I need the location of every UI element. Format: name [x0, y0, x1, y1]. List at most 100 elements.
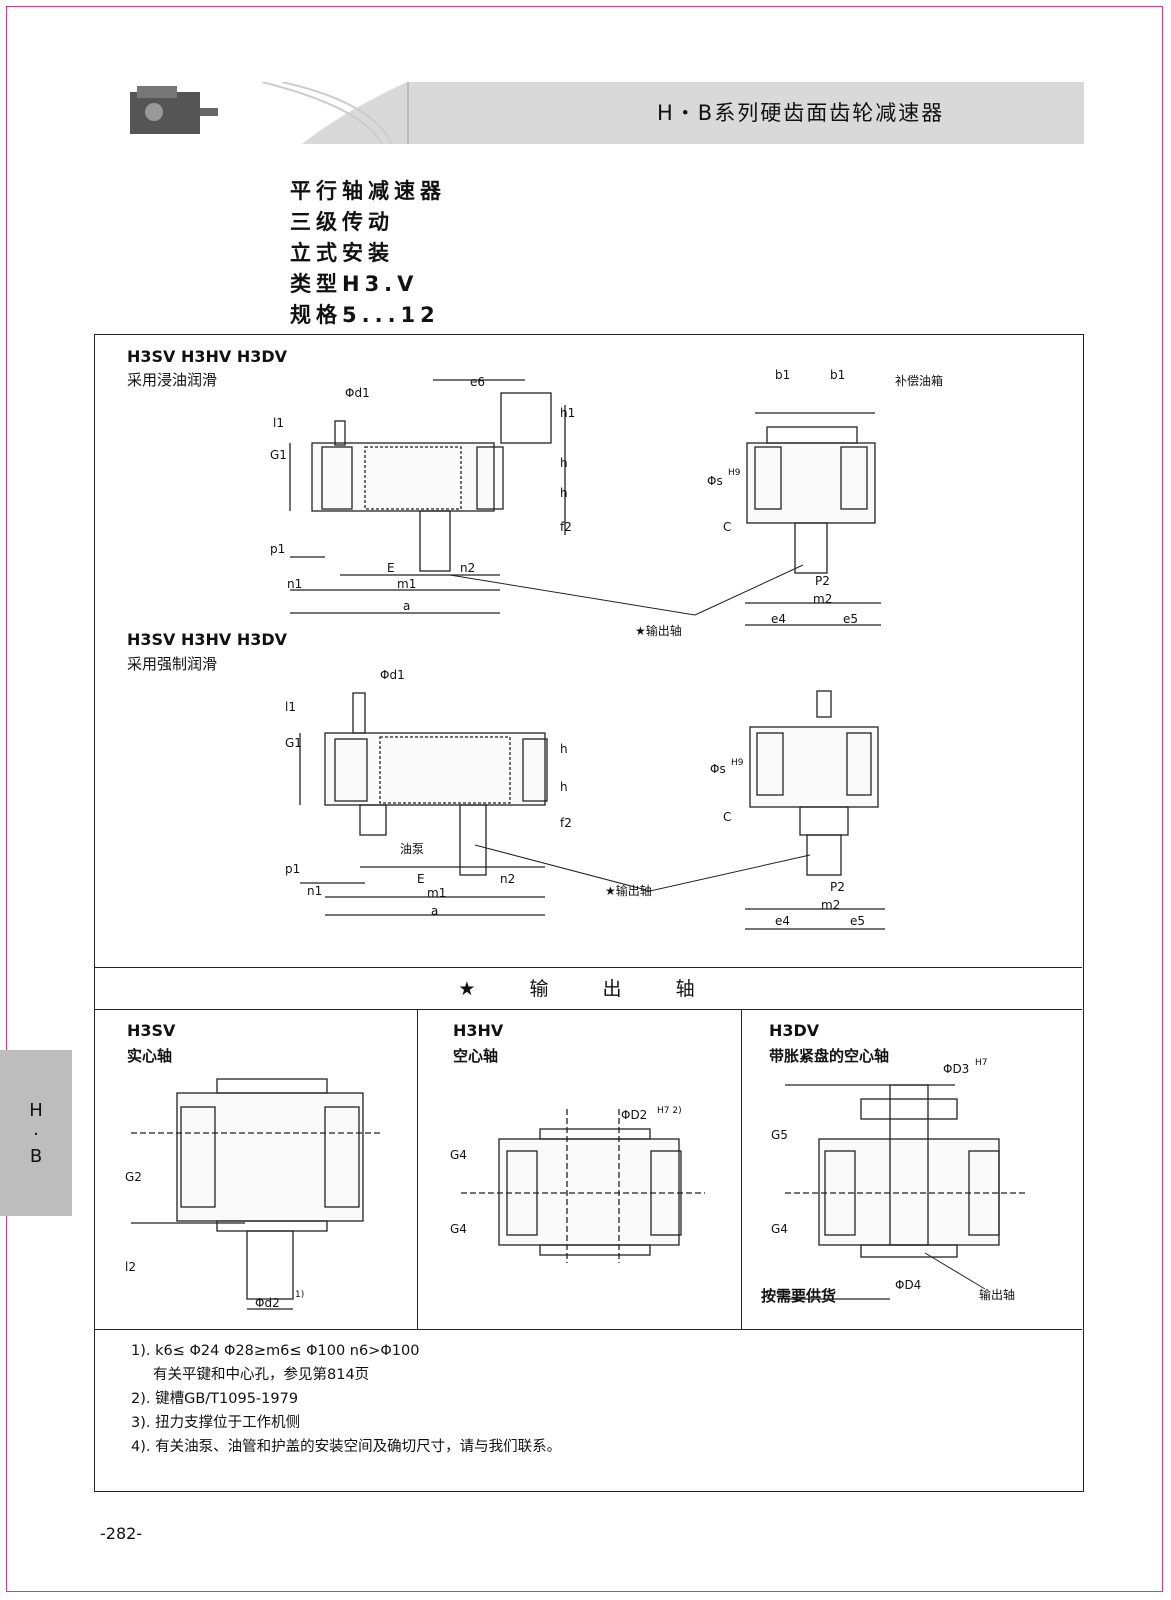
dim-h: h: [560, 456, 568, 470]
page-header: H・B系列硬齿面齿轮减速器: [92, 81, 1084, 145]
section2-subtitle: 采用强制润滑: [127, 655, 218, 673]
dim-f2: f2: [560, 520, 572, 534]
dim-s: Φs: [710, 762, 726, 776]
dim-m2: m2: [813, 592, 832, 606]
side-tab-letter: H: [29, 1100, 43, 1121]
band-bottom-rule: [95, 1009, 1082, 1010]
shaft-name: 空心轴: [453, 1047, 499, 1065]
dim-comp-tank: 补偿油箱: [895, 373, 943, 388]
band-top-rule: [95, 967, 1082, 968]
dim-G1: G1: [285, 736, 302, 750]
shaft-drawings-svg: G2 l2 Φd2 1) ΦD2 H7 2) G4 G4 ΦD3 H7 G5 G…: [125, 1058, 1025, 1310]
dim-f2: f2: [560, 816, 572, 830]
page-border: [6, 6, 1163, 1592]
note-line: 1). k6≤ Φ24 Φ28≥m6≤ Φ100 n6>Φ100: [131, 1343, 420, 1359]
dim-e5: e5: [850, 914, 865, 928]
dim-a: a: [403, 599, 410, 613]
page-number: -282-: [100, 1524, 143, 1543]
dim-p1: p1: [270, 542, 285, 556]
intro-line: 平行轴减速器: [290, 179, 446, 203]
shaft-code: H3DV: [769, 1021, 820, 1040]
dim-s: Φs: [707, 474, 723, 488]
dim-D3-tol: H7: [975, 1058, 988, 1068]
dim-E: E: [417, 872, 425, 886]
section1-title: H3SV H3HV H3DV: [127, 347, 288, 366]
oil-pump-label: 油泵: [400, 842, 424, 856]
output-shaft-plain: 输出轴: [979, 1287, 1015, 1302]
dim-d2: Φd2: [255, 1296, 280, 1310]
dim-G5: G5: [771, 1128, 788, 1142]
intro-line: 规格5...12: [290, 303, 440, 327]
side-tab-letter: B: [29, 1146, 43, 1167]
dim-D2: ΦD2: [621, 1108, 647, 1122]
band-title: ★ 输 出 轴: [458, 978, 719, 1000]
col-divider: [417, 1009, 418, 1329]
note-line: 4). 有关油泵、油管和护盖的安装空间及确切尺寸，请与我们联系。: [131, 1439, 562, 1455]
dim-G4: G4: [771, 1222, 788, 1236]
dim-E: E: [387, 561, 395, 575]
main-frame: H3SV H3HV H3DV 采用浸油润滑 H3SV H3HV H3DV 采用强…: [94, 334, 1084, 1492]
dim-C: C: [723, 520, 731, 534]
shaft-code: H3HV: [453, 1021, 504, 1040]
dim-m2: m2: [821, 898, 840, 912]
notes-top-rule: [95, 1329, 1082, 1330]
dim-D3: ΦD3: [943, 1062, 969, 1076]
col-divider: [741, 1009, 742, 1329]
dim-n2: n2: [460, 561, 475, 575]
supply-note: 按需要供货: [761, 1287, 837, 1305]
gearbox-photo-icon: [130, 81, 407, 145]
footnote-1: 1): [295, 1290, 304, 1300]
dim-e4: e4: [771, 612, 786, 626]
intro-list: 平行轴减速器 三级传动 立式安装 类型H3.V 规格5...12: [290, 176, 446, 331]
dim-e5: e5: [843, 612, 858, 626]
shaft-name: 实心轴: [127, 1047, 173, 1065]
dim-b1: b1: [830, 368, 845, 382]
dim-d1: Φd1: [345, 386, 370, 400]
dim-n2: n2: [500, 872, 515, 886]
output-shaft-label: ★输出轴: [635, 623, 682, 638]
dim-h: h: [560, 486, 568, 500]
dim-e4: e4: [775, 914, 790, 928]
dim-h: h: [560, 742, 568, 756]
dim-h: h: [560, 780, 568, 794]
dim-n1: n1: [307, 884, 322, 898]
dim-s-tol: H9: [728, 468, 741, 478]
dim-D4: ΦD4: [895, 1278, 921, 1292]
dim-e6: e6: [470, 375, 485, 389]
intro-line: 立式安装: [290, 241, 394, 265]
dim-G4: G4: [450, 1222, 467, 1236]
dim-P2: P2: [815, 574, 830, 588]
output-shaft-label: ★输出轴: [605, 883, 652, 898]
dim-l1: l1: [273, 416, 284, 430]
dim-C: C: [723, 810, 731, 824]
dim-n1: n1: [287, 577, 302, 591]
dim-G1: G1: [270, 448, 287, 462]
note-line: 2). 键槽GB/T1095-1979: [131, 1391, 299, 1407]
dim-P2: P2: [830, 880, 845, 894]
dim-G2: G2: [125, 1170, 142, 1184]
intro-line: 三级传动: [290, 210, 394, 234]
shaft-code: H3SV: [127, 1021, 176, 1040]
dim-d1: Φd1: [380, 668, 405, 682]
note-line: 有关平键和中心孔，参见第814页: [153, 1367, 370, 1383]
side-tab-letter: ·: [33, 1124, 39, 1145]
dim-a: a: [431, 904, 438, 918]
dim-m1: m1: [427, 886, 446, 900]
dim-s-tol: H9: [731, 758, 744, 768]
header-title: H・B系列硬齿面齿轮减速器: [657, 101, 945, 125]
header-thumbnail: [92, 81, 409, 145]
drawings-svg: Φd1 e6 l1 G1 h1 h h f2 p1 n1 E n2 m1 a b…: [270, 368, 943, 930]
dim-b1: b1: [775, 368, 790, 382]
dim-m1: m1: [397, 577, 416, 591]
side-tab: H · B: [0, 1050, 72, 1216]
dim-D2-tol: H7 2): [657, 1106, 682, 1116]
dim-p1: p1: [285, 862, 300, 876]
dim-l2: l2: [125, 1260, 136, 1274]
dim-l1: l1: [285, 700, 296, 714]
intro-line: 类型H3.V: [290, 272, 419, 296]
dim-G4: G4: [450, 1148, 467, 1162]
section2-title: H3SV H3HV H3DV: [127, 630, 288, 649]
note-line: 3). 扭力支撑位于工作机侧: [131, 1415, 301, 1431]
shaft-name: 带胀紧盘的空心轴: [769, 1047, 890, 1065]
dim-h1: h1: [560, 406, 575, 420]
